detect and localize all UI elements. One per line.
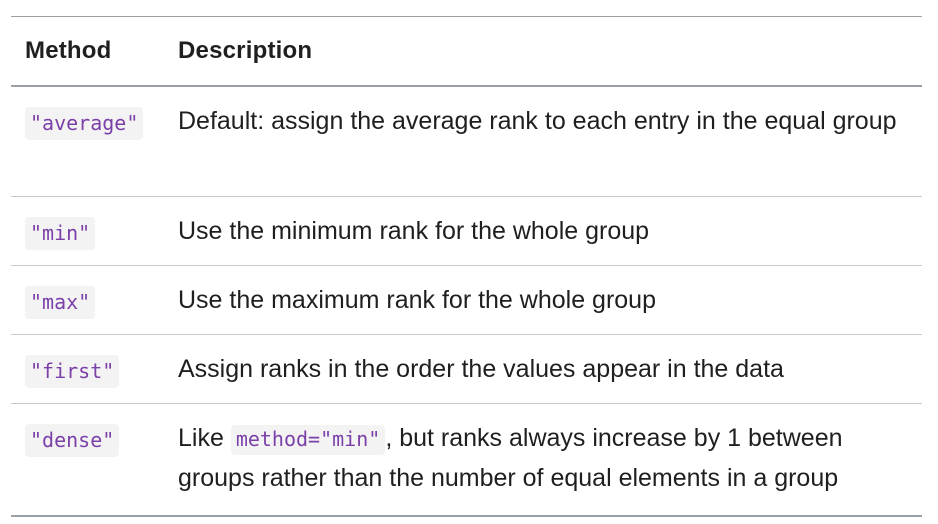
- description-cell: Default: assign the average rank to each…: [178, 107, 897, 135]
- table-row: "dense" Like method="min", but ranks alw…: [11, 404, 922, 515]
- method-cell: "dense": [11, 404, 178, 515]
- method-cell: "average": [11, 87, 178, 196]
- description-text-suffix: , but ranks always increase by 1 between…: [178, 424, 843, 492]
- method-code: "average": [25, 107, 144, 140]
- table-row: "average" Default: assign the average ra…: [11, 87, 922, 197]
- column-header-description: Description: [178, 37, 313, 64]
- description-cell: Assign ranks in the order the values app…: [178, 355, 784, 383]
- table-header-row: Method Description: [11, 17, 922, 87]
- table-row: "first" Assign ranks in the order the va…: [11, 335, 922, 404]
- table-row: "max" Use the maximum rank for the whole…: [11, 266, 922, 335]
- inline-code: method="min": [230, 425, 386, 455]
- method-code: "min": [25, 217, 96, 250]
- rank-methods-table: Method Description "average" Default: as…: [11, 16, 922, 517]
- method-cell: "min": [11, 197, 178, 265]
- description-cell: Use the minimum rank for the whole group: [178, 217, 650, 245]
- method-cell: "first": [11, 335, 178, 403]
- method-code: "dense": [25, 424, 120, 457]
- column-header-method: Method: [25, 37, 112, 64]
- description-cell: Use the maximum rank for the whole group: [178, 286, 656, 314]
- description-text-prefix: Like: [178, 424, 231, 452]
- method-code: "first": [25, 355, 120, 388]
- method-cell: "max": [11, 266, 178, 334]
- method-code: "max": [25, 286, 96, 319]
- description-cell: Like method="min", but ranks always incr…: [178, 404, 922, 515]
- table-row: "min" Use the minimum rank for the whole…: [11, 197, 922, 266]
